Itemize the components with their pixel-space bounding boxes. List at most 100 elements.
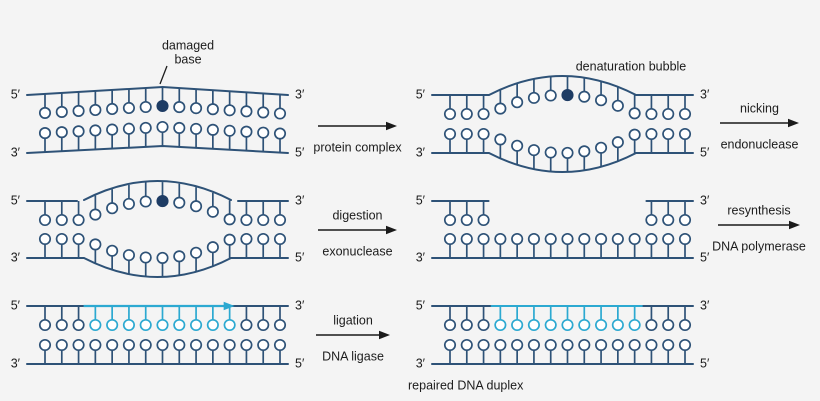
base-circle [106, 318, 119, 332]
base-circle [477, 232, 490, 246]
base-circle [223, 213, 236, 226]
base-circle [443, 338, 457, 352]
damaged-base-pointer-line [159, 65, 168, 85]
base-circle [156, 338, 169, 352]
panel-denaturation-bubble: 5′3′3′5′denaturation bubble [416, 59, 710, 173]
base-circle [106, 338, 119, 352]
base-circle [55, 213, 68, 227]
base-circle [257, 106, 270, 119]
base-circle [578, 145, 591, 158]
repaired-duplex-top-left-end-label: 5′ [416, 298, 426, 312]
base-circle [645, 213, 658, 227]
base-circle [38, 318, 52, 332]
nicked-strand-top-right-end-label: 3′ [295, 193, 305, 207]
panel-digested-gap: 5′3′3′5′ [416, 193, 710, 264]
base-circle [257, 338, 270, 352]
repaired-dna-duplex-label: repaired DNA duplex [408, 378, 524, 392]
repaired-duplex-bottom-left-end-label: 3′ [416, 356, 426, 370]
base-circle [55, 126, 68, 139]
repaired-duplex-top-right-end-label: 3′ [700, 298, 710, 312]
digested-gap-top-right-end-label: 3′ [700, 193, 710, 207]
base-circle [460, 107, 473, 121]
base-circle [206, 103, 219, 116]
base-circle [72, 125, 85, 138]
base-circle [190, 200, 203, 213]
base-circle [139, 318, 152, 332]
base-circle [190, 246, 203, 259]
base-circle [173, 101, 186, 114]
strand-line [431, 75, 694, 96]
base-circle [477, 213, 490, 227]
ligation-ligase-arrow-bottom-label: DNA ligase [322, 349, 384, 363]
resynthesis-polymerase-arrow-bottom-label: DNA polymerase [712, 239, 806, 253]
base-circle [494, 102, 507, 115]
base-circle [678, 107, 692, 121]
repaired-duplex-bottom-right-end-label: 5′ [700, 356, 710, 370]
base-circle [273, 338, 287, 352]
base-circle [72, 213, 85, 227]
base-circle [139, 338, 152, 352]
base-circle [89, 103, 102, 117]
base-circle [611, 232, 624, 246]
base-circle [206, 205, 219, 218]
base-circle [38, 127, 52, 140]
base-circle [89, 318, 102, 332]
damaged-base-label-line1: damaged [162, 38, 214, 52]
base-circle [223, 233, 236, 246]
base-circle [662, 318, 675, 332]
base-circle [139, 251, 152, 264]
base-circle [190, 338, 203, 352]
process-arrowhead [789, 220, 800, 230]
base-circle [527, 144, 540, 157]
damaged-base-circle [156, 99, 169, 113]
base-circle [544, 89, 557, 102]
base-circle [89, 238, 102, 251]
base-circle [38, 338, 52, 352]
base-circle [273, 107, 287, 120]
base-circle [240, 338, 253, 352]
panel-resynthesized-strand: 5′3′3′5′ [11, 298, 305, 370]
resynthesis-polymerase-arrow-top-label: resynthesis [727, 203, 790, 217]
base-circle [72, 318, 85, 332]
base-circle [38, 106, 52, 119]
base-circle [273, 232, 287, 246]
resynthesized-strand-bottom-right-end-label: 5′ [295, 356, 305, 370]
denaturation-bubble-bottom-right-end-label: 5′ [700, 145, 710, 159]
base-circle [240, 213, 253, 227]
base-circle [662, 232, 675, 246]
base-circle [477, 127, 490, 141]
base-circle [106, 202, 119, 215]
base-circle [173, 338, 186, 352]
panel-repaired-duplex: 5′ 3′ 3′ 5′ repaired DNA duplex [408, 298, 710, 392]
denaturation-bubble-bottom-left-end-label: 3′ [416, 145, 426, 159]
base-circle [477, 107, 490, 121]
base-circle [122, 318, 135, 332]
base-circle [527, 318, 540, 332]
base-circle [477, 338, 490, 352]
process-arrowhead [379, 330, 390, 340]
base-circle [190, 318, 203, 332]
base-circle [460, 318, 473, 332]
base-circle [628, 128, 641, 141]
base-circle [511, 232, 524, 246]
base-circle [662, 338, 675, 352]
base-circle [223, 318, 236, 332]
base-circle [628, 338, 641, 352]
process-arrowhead [788, 118, 799, 128]
base-circle [72, 232, 85, 246]
base-circle [89, 124, 102, 137]
base-circle [240, 318, 253, 332]
base-circle [561, 232, 574, 246]
base-circle [156, 251, 169, 264]
strand-line [26, 257, 289, 278]
strand-line [431, 152, 694, 173]
damaged-base-circle [156, 195, 169, 208]
base-circle [72, 338, 85, 352]
base-circle [460, 232, 473, 246]
base-circle [106, 102, 119, 116]
